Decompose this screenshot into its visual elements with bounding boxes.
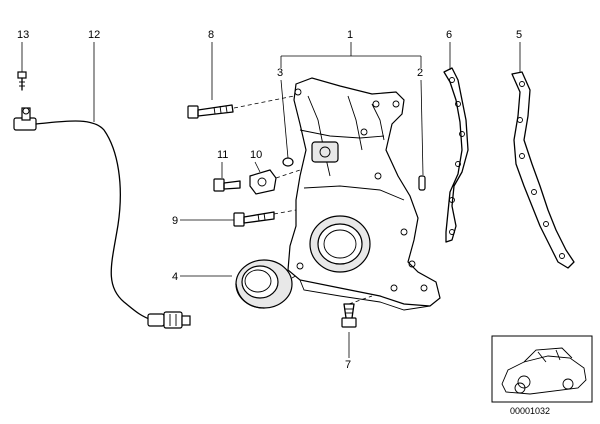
callout-10[interactable]: 10 [250,149,262,161]
callout-6[interactable]: 6 [446,29,452,41]
callout-11[interactable]: 11 [217,149,228,161]
bolt-9[interactable] [233,211,275,227]
callout-12[interactable]: 12 [88,29,100,41]
callout-9[interactable]: 9 [172,215,178,227]
callout-13[interactable]: 13 [17,29,29,41]
callout-8[interactable]: 8 [208,29,214,41]
dowel-pin-2[interactable] [418,175,426,191]
callout-5[interactable]: 5 [516,29,522,41]
shaft-seal-4[interactable] [235,259,293,309]
gasket-5[interactable] [511,71,575,269]
callout-3[interactable]: 3 [277,67,283,79]
bolt-13[interactable] [17,71,27,91]
vehicle-location-thumbnail [491,335,593,403]
callout-7[interactable]: 7 [345,359,351,371]
bracket-10[interactable] [249,169,277,195]
callout-4[interactable]: 4 [172,271,178,283]
bolt-7[interactable] [341,303,357,328]
drawing-number: 00001032 [510,406,550,416]
sleeve-3[interactable] [282,157,294,167]
pulse-sensor-12[interactable] [13,107,191,329]
bolt-8[interactable] [187,104,234,119]
gasket-6[interactable] [443,67,469,243]
callout-1[interactable]: 1 [347,29,353,41]
callout-2[interactable]: 2 [417,67,423,79]
bolt-11[interactable] [213,178,241,192]
timing-cover-1[interactable] [287,77,441,311]
leader-lines [21,42,521,358]
